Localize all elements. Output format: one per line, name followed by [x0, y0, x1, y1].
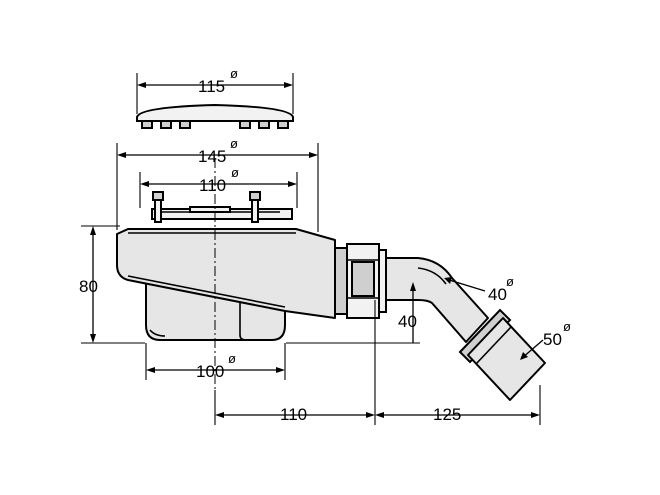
dim-outlet-height: 40 [398, 312, 417, 331]
diameter-symbol-bowl: ø [228, 351, 236, 366]
trap-body [116, 228, 387, 341]
dim-bowl-diameter: 100 [196, 362, 224, 381]
clamp-ring [151, 191, 293, 223]
dim-flange-diameter: 145 [198, 147, 226, 166]
outlet-elbow [385, 257, 546, 401]
dim-nut-to-outlet: 125 [433, 405, 461, 424]
diameter-symbol-outlet: ø [563, 319, 571, 334]
drain-cover [136, 103, 294, 129]
dimension-lines [90, 82, 544, 418]
dim-clamp-diameter: 110 [199, 176, 226, 195]
dim-center-to-nut: 110 [280, 405, 307, 424]
dim-cover-diameter: 115 [198, 77, 225, 96]
diameter-symbol-cover: ø [230, 66, 238, 81]
diameter-symbol-elbow: ø [506, 274, 514, 289]
diameter-symbol-clamp: ø [231, 165, 239, 180]
extension-lines [81, 73, 541, 425]
dim-outlet-diameter: 50 [543, 330, 562, 349]
dim-trap-height: 80 [79, 277, 98, 296]
diameter-symbol-flange: ø [230, 136, 238, 151]
dim-elbow-diameter: 40 [488, 285, 507, 304]
